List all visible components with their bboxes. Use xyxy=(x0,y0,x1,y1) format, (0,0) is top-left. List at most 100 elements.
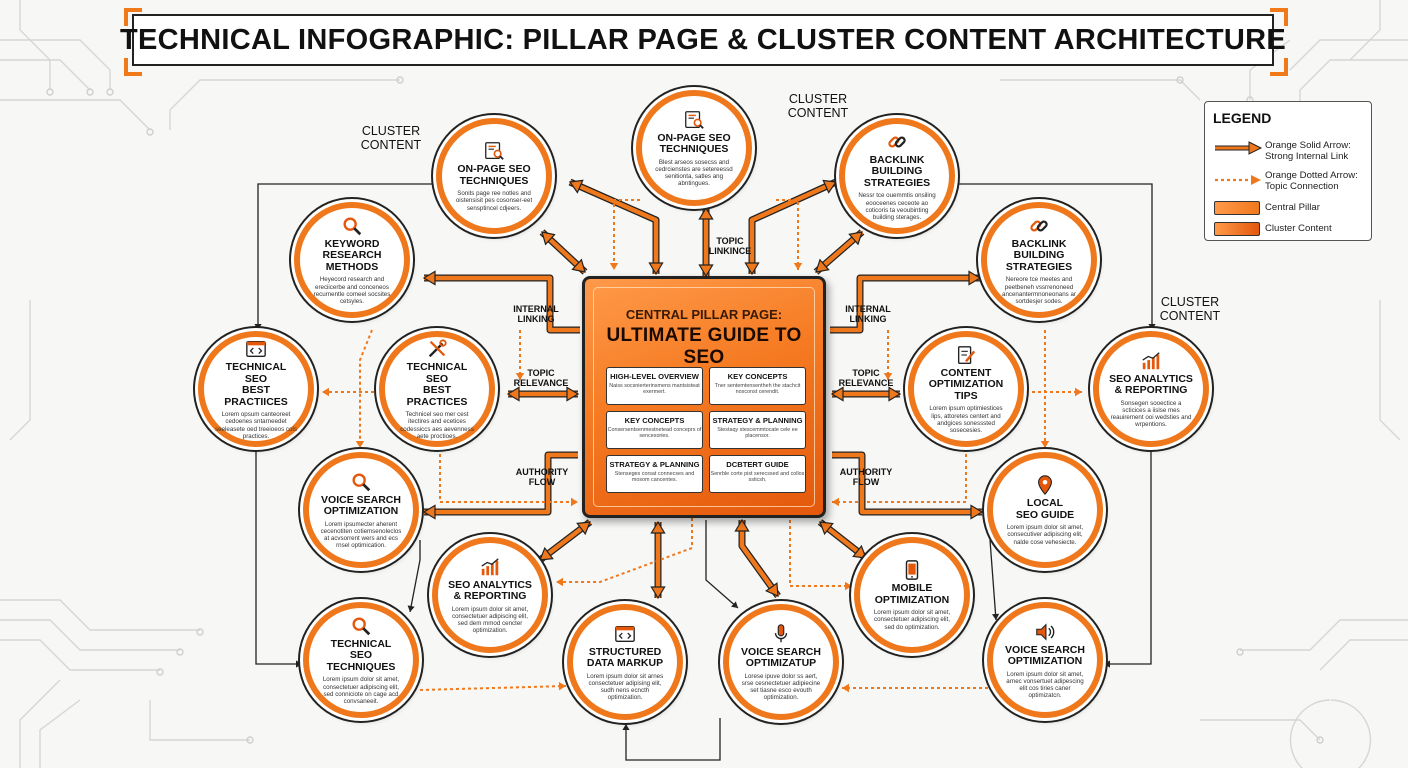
card-title: DCBTERT GUIDE xyxy=(726,460,789,469)
circuit-node xyxy=(1236,648,1244,656)
strong-link-arrowhead xyxy=(566,386,580,402)
page-title: TECHNICAL INFOGRAPHIC: PILLAR PAGE & CLU… xyxy=(119,23,1287,56)
legend-item: Orange Solid Arrow: Strong Internal Link xyxy=(1265,140,1351,162)
topic-link-arrowhead xyxy=(571,497,578,507)
node-title: VOICE SEARCH OPTIMIZATION xyxy=(321,493,401,518)
node-description: Nereore tce meetes and peetbeneh vssrren… xyxy=(1002,276,1076,305)
strong-link-arrowhead xyxy=(541,231,556,246)
outer-link xyxy=(625,718,721,761)
speaker-icon xyxy=(1036,622,1055,641)
smartphone-icon xyxy=(905,560,919,581)
link-label: AUTHORITY FLOW xyxy=(839,467,893,487)
chain-link-icon xyxy=(1030,220,1048,232)
topic-link xyxy=(776,199,799,270)
corner-bracket xyxy=(124,8,142,26)
circuit-trace xyxy=(1289,699,1372,768)
outer-link xyxy=(705,520,739,609)
corner-bracket xyxy=(1270,58,1288,76)
card-title: STRATEGY & PLANNING xyxy=(609,460,700,469)
link-label: INTERNAL LINKING xyxy=(513,304,559,324)
outer-link xyxy=(1104,448,1152,665)
solid-arrow-icon xyxy=(1215,141,1263,155)
node-description: Lorese ipuve dolor ss aert, srse cesnect… xyxy=(741,672,821,702)
outer-link-arrowhead xyxy=(254,324,262,330)
cluster-content-swatch xyxy=(1214,222,1260,236)
strong-link-arrowhead xyxy=(698,264,714,278)
circuit-trace xyxy=(1240,619,1408,651)
corner-bracket xyxy=(1270,8,1288,26)
strong-link-arrowhead xyxy=(650,586,666,600)
node-title: CONTENT OPTIMIZATION TIPS xyxy=(928,366,1004,402)
outer-link xyxy=(989,539,997,621)
card-text: Consersentsenmestnetead conceprs of senc… xyxy=(607,427,702,440)
strong-link-arrowhead xyxy=(744,262,760,276)
legend: LEGEND Orange Solid Arrow: Strong Intern… xyxy=(1204,101,1372,241)
topic-link-arrowhead xyxy=(845,581,852,591)
topic-link-arrowhead xyxy=(515,373,525,380)
magnifier-icon xyxy=(352,617,371,636)
document-search-icon xyxy=(485,142,504,161)
card-text: Stestaqy stescemmtocate cele ee placenso… xyxy=(717,427,798,440)
circuit-trace xyxy=(1200,719,1321,741)
node-title: TECHNICAL SEO TECHNIQUES xyxy=(326,637,396,673)
magnifier-icon xyxy=(352,473,371,491)
strong-link-arrowhead xyxy=(765,582,779,597)
strong-link-arrowhead xyxy=(852,544,867,559)
node-description: Lorem ipsum dolor sit amet, consectetuer… xyxy=(322,676,400,705)
topic-link-arrowhead xyxy=(832,497,839,507)
circuit-trace xyxy=(1379,300,1401,441)
topic-link-arrowhead xyxy=(842,683,849,693)
link-label: TOPIC LINKINCE xyxy=(708,236,752,256)
topic-link xyxy=(419,685,567,691)
link-label: TOPIC RELEVANCE xyxy=(838,368,894,388)
strong-link-arrowhead xyxy=(568,179,584,194)
outer-link xyxy=(955,183,1153,330)
magnifier-icon xyxy=(343,217,362,236)
node-title: TECHNICAL SEO BEST PRACTIICES xyxy=(224,361,288,408)
microphone-icon xyxy=(774,623,788,642)
strong-link xyxy=(424,275,580,333)
strong-link xyxy=(830,275,980,333)
cluster-content-label: CLUSTER CONTENT xyxy=(1159,295,1221,323)
topic-link-arrowhead xyxy=(609,263,619,270)
legend-title: LEGEND xyxy=(1213,110,1272,126)
topic-link-arrowhead xyxy=(1075,387,1082,397)
topic-link xyxy=(789,520,852,587)
wrench-screwdriver-icon xyxy=(428,339,447,358)
circuit-trace xyxy=(0,619,180,651)
cluster-content-label: CLUSTER CONTENT xyxy=(787,92,849,120)
outer-link xyxy=(255,448,302,665)
bar-chart-icon xyxy=(1142,351,1160,369)
outer-link xyxy=(257,183,436,330)
node-title: STRUCTURED DATA MARKUP xyxy=(586,645,664,670)
cluster-node: TECHNICAL SEO TECHNIQUES Lorem ipsum dolo… xyxy=(303,602,419,718)
strong-link-arrowhead xyxy=(888,386,902,402)
card-text: Naiss socsnierterinsmens mantsisteat exe… xyxy=(609,383,700,396)
node-title: KEYWORD RESEARCH METHODS xyxy=(322,237,382,273)
node-description: Sonits page ree notles and oistensisit p… xyxy=(455,190,533,212)
outer-link-arrowhead xyxy=(407,605,415,612)
topic-link-arrowhead xyxy=(793,263,803,270)
strong-link-arrowhead xyxy=(576,521,591,536)
strong-link-arrowhead xyxy=(648,262,664,276)
title-banner: TECHNICAL INFOGRAPHIC: PILLAR PAGE & CLU… xyxy=(120,14,1286,66)
strong-link-arrowhead xyxy=(422,504,436,520)
central-pillar-swatch xyxy=(1214,201,1260,215)
strong-link xyxy=(569,179,659,274)
node-description: Blest arseos sosecss and cedrcienstes ar… xyxy=(655,158,733,188)
circuit-trace xyxy=(0,59,91,91)
pillar-subtitle: CENTRAL PILLAR PAGE: xyxy=(625,307,783,322)
